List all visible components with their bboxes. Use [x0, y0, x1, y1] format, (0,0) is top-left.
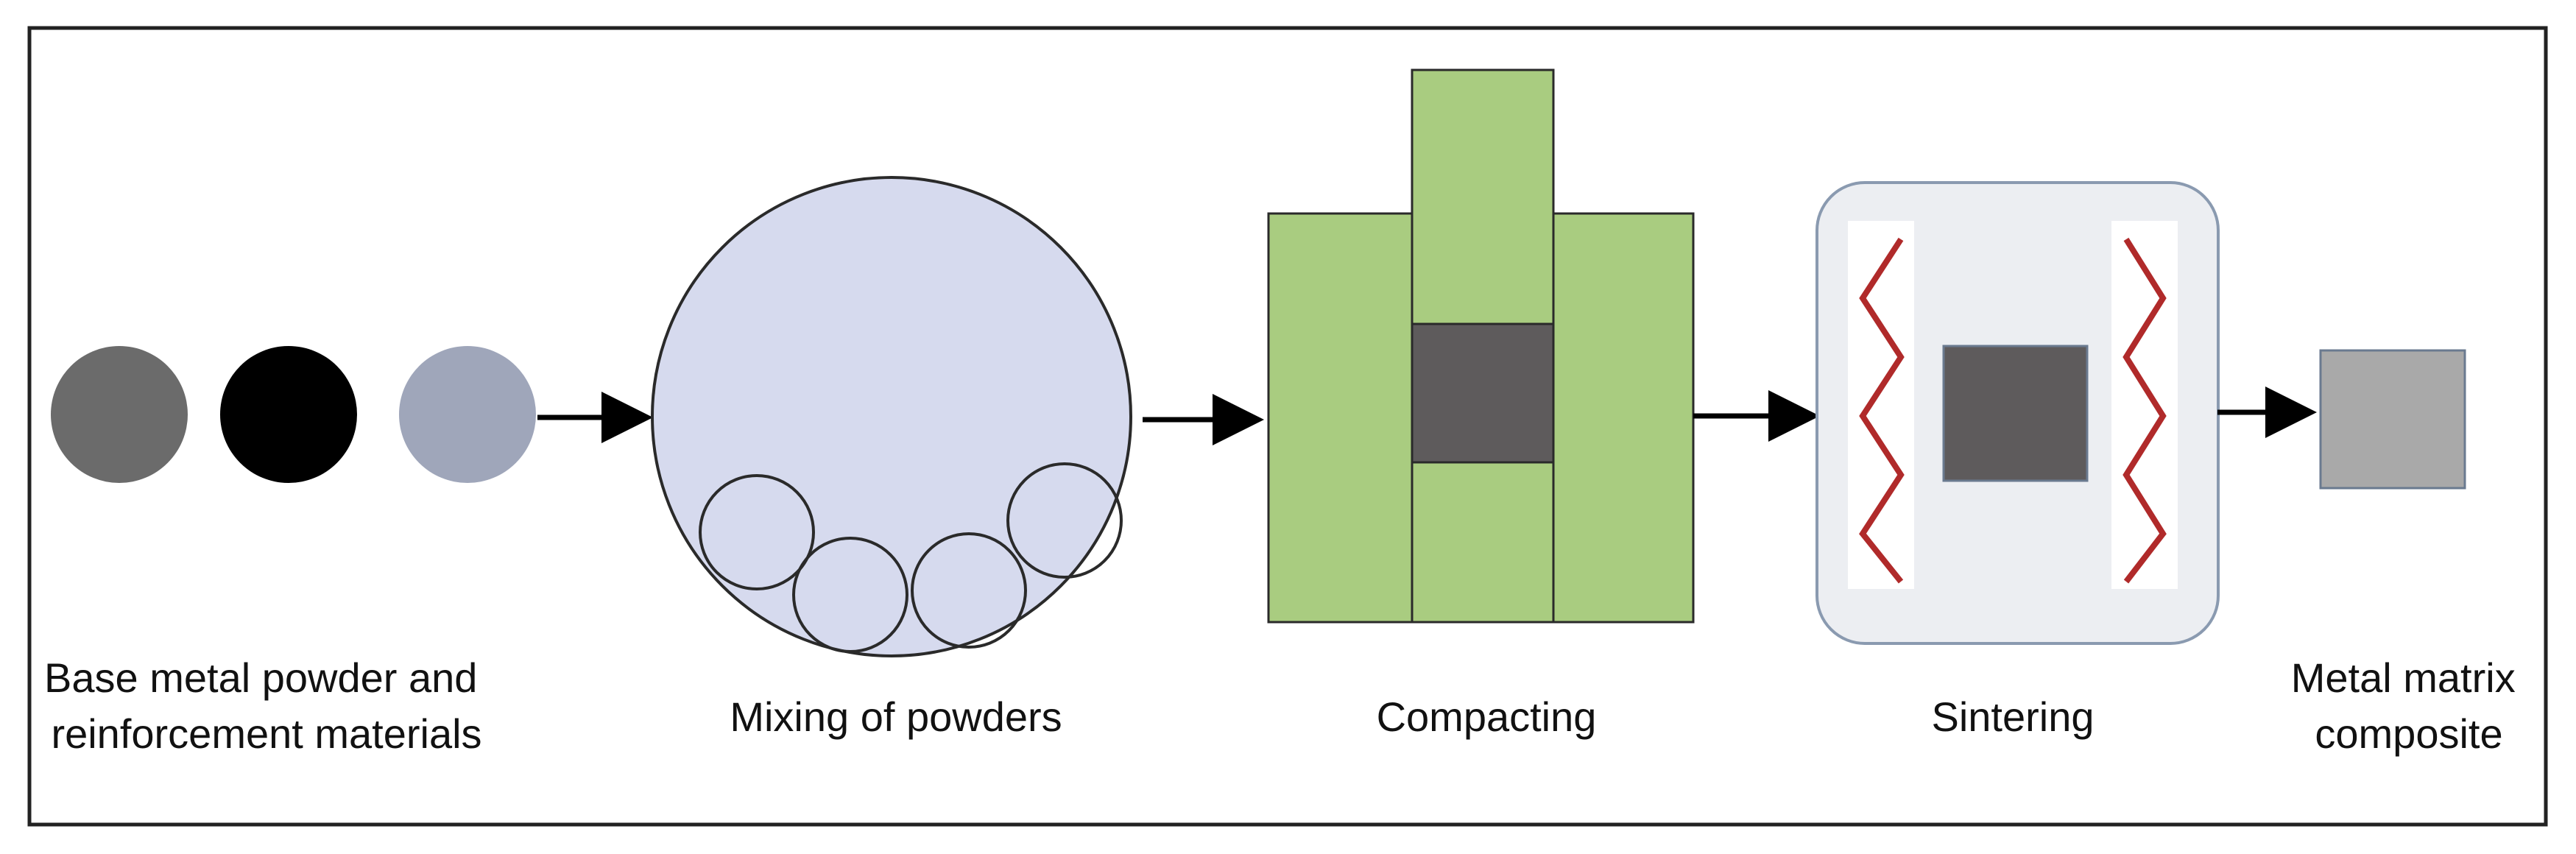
stage-compacting: Compacting: [1267, 68, 1695, 740]
mixing-ball: [792, 537, 908, 653]
mixing-ball: [1006, 462, 1123, 579]
svg-text:Metal matrix composite: Metal matrix composite: [2291, 654, 2527, 757]
compacting-label: Compacting: [1377, 694, 1597, 740]
powders-label-line-2: reinforcement materials: [51, 710, 481, 757]
stage-sintering: Sintering: [1815, 181, 2220, 740]
sintering-label: Sintering: [1931, 694, 2094, 740]
powder-compact: [1411, 322, 1555, 464]
die-right-wall: [1552, 212, 1695, 624]
composite-label-line-1: Metal matrix: [2291, 654, 2516, 701]
upper-punch: [1411, 68, 1555, 325]
mixing-label: Mixing of powders: [730, 694, 1062, 740]
heating-panel-right: [2111, 221, 2178, 589]
lower-punch: [1411, 461, 1555, 624]
stage-mixing: Mixing of powders: [651, 176, 1132, 740]
heating-element-left-icon: [1859, 237, 1905, 584]
sintered-part: [1942, 345, 2089, 482]
mixing-ball: [699, 474, 815, 590]
stage-composite: Metal matrix composite: [2291, 349, 2527, 757]
die-left-wall: [1267, 212, 1414, 624]
mixing-drum: [651, 176, 1132, 657]
heating-element-right-icon: [2122, 237, 2167, 584]
heating-panel-left: [1848, 221, 1914, 589]
svg-text:Base metal powder and re: Base metal powder and reinforcement mate…: [44, 654, 489, 757]
reinforcement-particle-black: [220, 346, 357, 483]
stage-powders: Base metal powder and reinforcement mate…: [44, 346, 536, 757]
reinforcement-particle-gray: [399, 346, 536, 483]
base-metal-powder-particle: [51, 346, 188, 483]
powders-label-line-1: Base metal powder and: [44, 654, 477, 701]
composite-part: [2319, 349, 2466, 490]
composite-label-line-2: composite: [2315, 710, 2502, 757]
mixing-ball: [911, 532, 1027, 649]
